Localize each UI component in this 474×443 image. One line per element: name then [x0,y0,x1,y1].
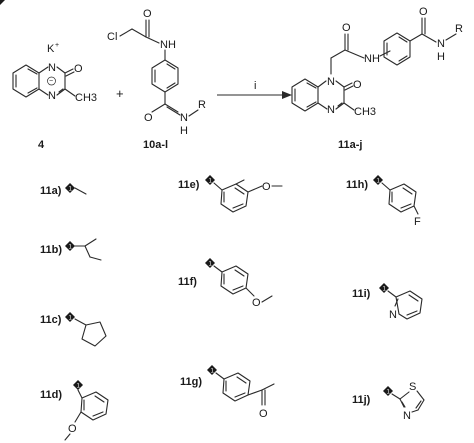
product-n4: N [327,104,335,116]
attachment-marker-11h: 1 [373,175,383,185]
reactant-10-nh: NH [160,39,176,51]
product-acetamide-oxygen: O [342,22,351,34]
attachment-marker-11j: 1 [383,386,393,396]
reactant-4-k-label: K [47,43,55,55]
attachment-marker-11g: 1 [207,365,217,375]
attachment-marker-11f: 1 [205,258,215,268]
product-amide-oxygen: O [419,6,428,18]
svg-text:1: 1 [69,245,73,251]
substituent-11g-oxygen: O [259,408,268,420]
svg-text:1: 1 [69,187,73,193]
attachment-marker-11i: 1 [379,283,389,293]
substituent-11i-nitrogen: N [389,309,397,321]
reactant-10-amide-n: N [180,112,188,124]
substituent-11e: 11e) 1 O [178,175,283,213]
attachment-marker-11c: 1 [65,312,75,322]
substituent-11f: 11f) 1 O [178,258,273,309]
reactant-10-label: 10a-l [143,139,168,151]
substituent-11j: 11j) 1 S N [352,381,425,422]
product-11-label: 11a-j [338,139,362,151]
svg-text:1: 1 [387,390,391,396]
reactant-10-chlorine: Cl [107,31,117,43]
substituent-11f-oxygen: O [252,297,261,309]
substituent-11j-nitrogen: N [403,410,411,422]
svg-text:1: 1 [211,369,215,375]
substituent-11d-oxygen: O [68,423,77,435]
product-11-structure: N N O CH3 O NH O N H R [291,6,463,118]
substituent-label-11d: 11d) [40,389,62,401]
substituent-label-11i: 11i) [352,288,371,300]
plus-sign: + [116,86,124,101]
reactant-4-label: 4 [38,139,45,151]
substituent-label-11e: 11e) [178,179,200,191]
attachment-marker-11d: 1 [73,380,83,390]
reaction-arrow [217,91,292,99]
substituent-11h: 11h) 1 F [346,175,421,228]
product-n1: N [327,76,335,88]
svg-text:1: 1 [383,287,387,293]
reactant-10-carbonyl-oxygen: O [143,8,152,20]
svg-text:1: 1 [77,384,81,390]
product-ring-oxygen: O [353,79,362,91]
reactant-10-amide-h: H [180,125,188,137]
substituent-label-11a: 11a) [40,185,62,197]
svg-text:1: 1 [69,316,73,322]
attachment-marker-11e: 1 [205,175,215,185]
reaction-condition: i [254,80,256,92]
substituent-label-11f: 11f) [178,276,197,288]
product-amide-n: N [437,38,445,50]
substituent-11b: 11b) 1 [40,238,102,261]
substituent-label-11h: 11h) [346,179,368,191]
reactant-4-n-bottom: N [48,90,56,102]
substituent-label-11c: 11c) [40,314,62,326]
reactant-10-amide-oxygen: O [144,112,153,124]
substituent-11c: 11c) 1 [40,312,107,347]
substituent-label-11j: 11j) [352,394,371,406]
reactant-4-structure: K + N − O N CH3 [12,42,97,104]
svg-text:1: 1 [377,179,381,185]
product-nh: NH [364,53,380,65]
reactant-4-minus-charge: − [49,78,53,85]
reactant-4-oxygen: O [74,63,83,75]
reactant-4-n-top: N [48,62,56,74]
reactant-4-methyl: CH3 [75,92,97,104]
attachment-marker-11b: 1 [65,241,75,251]
substituent-11j-sulfur: S [409,381,416,393]
reactant-4-plus-charge: + [55,42,59,49]
product-amide-h: H [437,51,445,63]
reactant-10-r-group: R [198,99,206,111]
svg-text:1: 1 [209,262,213,268]
substituent-label-11g: 11g) [180,376,202,388]
substituent-11g: 11g) 1 O [180,365,275,420]
product-r-group: R [455,23,463,35]
svg-text:1: 1 [209,179,213,185]
substituent-label-11b: 11b) [40,244,62,256]
substituent-11e-oxygen: O [262,181,271,193]
substituent-11a: 11a) 1 [0,0,87,197]
product-methyl: CH3 [354,106,376,118]
reactant-10-structure: Cl O NH O N H R [107,8,206,137]
substituent-11d: 11d) 1 O [40,380,109,441]
substituent-11h-fluorine: F [414,216,421,228]
substituent-11i: 11i) 1 N [352,283,423,321]
attachment-marker-11a: 1 [65,183,75,193]
